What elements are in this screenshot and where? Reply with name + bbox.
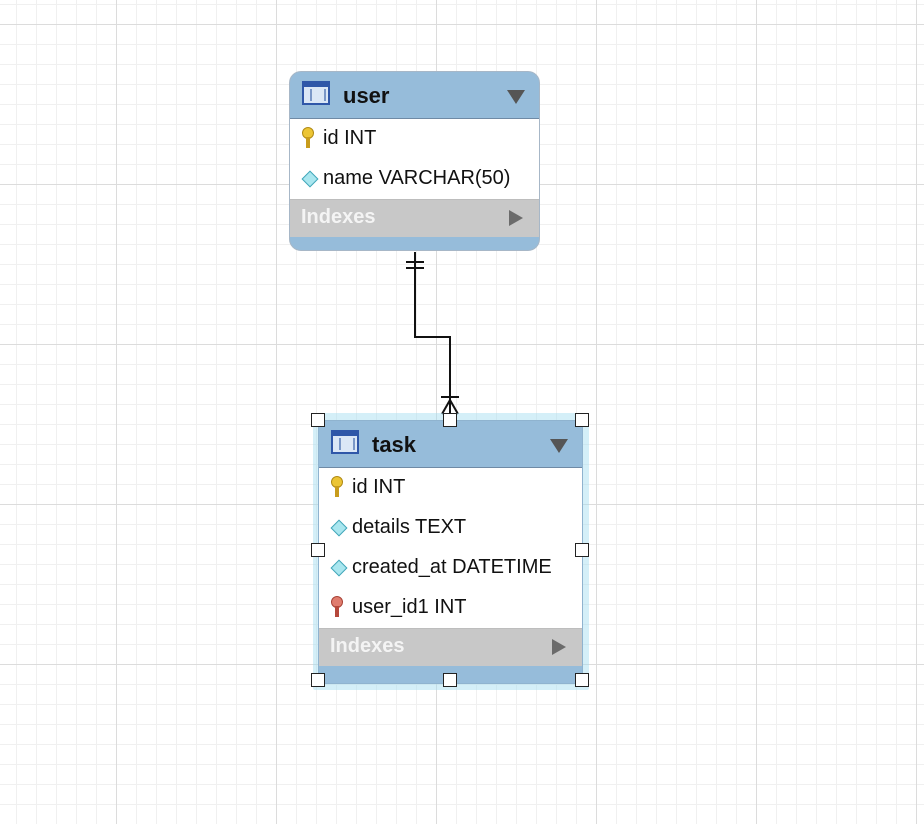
column-list: id INT name VARCHAR(50): [290, 118, 539, 199]
resize-handle-top-left[interactable]: [311, 413, 325, 427]
table-icon: [331, 430, 359, 454]
expand-triangle-icon[interactable]: [509, 210, 523, 226]
table-header[interactable]: task: [319, 421, 582, 467]
indexes-section[interactable]: Indexes: [319, 628, 582, 666]
primary-key-icon: [302, 127, 314, 149]
table-header[interactable]: user: [290, 72, 539, 118]
column-list: id INT details TEXT created_at DATETIME …: [319, 467, 582, 628]
resize-handle-bottom-right[interactable]: [575, 673, 589, 687]
column-text: id INT: [352, 476, 406, 498]
indexes-label: Indexes: [301, 206, 376, 228]
table-icon: [302, 81, 330, 105]
column-row[interactable]: user_id1 INT: [319, 588, 582, 628]
relationship-line: [414, 252, 451, 414]
resize-handle-top-center[interactable]: [443, 413, 457, 427]
collapse-triangle-icon[interactable]: [507, 90, 525, 104]
collapse-triangle-icon[interactable]: [550, 439, 568, 453]
column-diamond-icon: [330, 519, 348, 537]
column-diamond-icon: [330, 559, 348, 577]
column-row[interactable]: created_at DATETIME: [319, 548, 582, 588]
foreign-key-icon: [331, 596, 343, 618]
crowfoot-right: [449, 399, 459, 415]
column-text: details TEXT: [352, 516, 467, 538]
column-text: user_id1 INT: [352, 596, 467, 618]
resize-handle-middle-left[interactable]: [311, 543, 325, 557]
indexes-label: Indexes: [330, 635, 405, 657]
primary-key-icon: [331, 476, 343, 498]
column-row[interactable]: name VARCHAR(50): [290, 159, 539, 199]
column-row[interactable]: id INT: [290, 119, 539, 159]
table-name: task: [372, 432, 417, 457]
indexes-section[interactable]: Indexes: [290, 199, 539, 237]
resize-handle-bottom-left[interactable]: [311, 673, 325, 687]
table-task[interactable]: task id INT details TEXT created_at DATE…: [318, 420, 583, 684]
table-name: user: [343, 83, 390, 108]
column-text: created_at DATETIME: [352, 556, 552, 578]
resize-handle-middle-right[interactable]: [575, 543, 589, 557]
column-row[interactable]: details TEXT: [319, 508, 582, 548]
expand-triangle-icon[interactable]: [552, 639, 566, 655]
column-row[interactable]: id INT: [319, 468, 582, 508]
column-text: name VARCHAR(50): [323, 167, 511, 189]
crowfoot-left: [441, 399, 451, 415]
table-user[interactable]: user id INT name VARCHAR(50) Indexes: [289, 71, 540, 251]
column-diamond-icon: [301, 170, 319, 188]
column-text: id INT: [323, 127, 377, 149]
resize-handle-bottom-center[interactable]: [443, 673, 457, 687]
resize-handle-top-right[interactable]: [575, 413, 589, 427]
